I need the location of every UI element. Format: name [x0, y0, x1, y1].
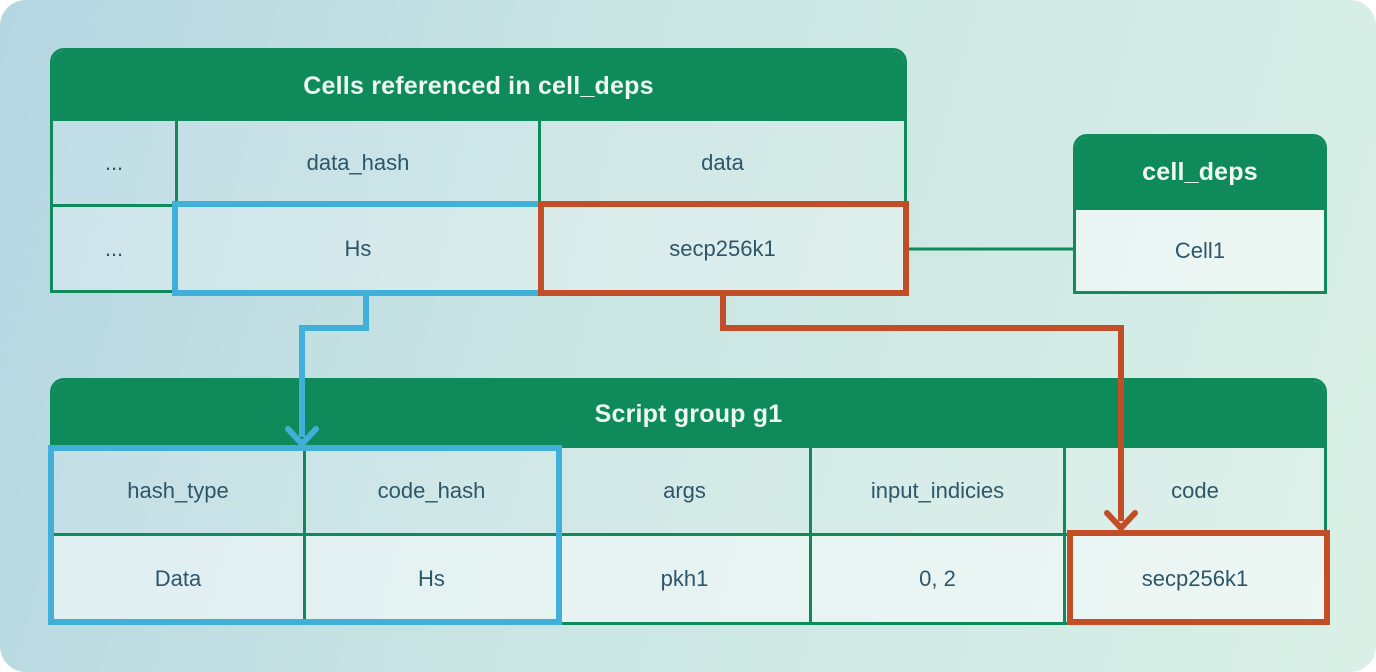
script-group-col-args: args	[557, 448, 809, 533]
script-group-header-row: hash_type code_hash args input_indicies …	[53, 448, 1324, 533]
cells-referenced-col-data: data	[538, 121, 904, 204]
cell-deps-value-row: Cell1	[1076, 207, 1324, 291]
cells-referenced-cell-hs: Hs	[175, 207, 538, 290]
script-group-cell-pkh1: pkh1	[557, 536, 809, 622]
cells-referenced-col-data-hash: data_hash	[175, 121, 538, 204]
cells-referenced-cell-secp256k1: secp256k1	[538, 207, 904, 290]
script-group-table: Script group g1 hash_type code_hash args…	[50, 378, 1327, 625]
cells-referenced-value-row: ... Hs secp256k1	[53, 204, 904, 290]
script-group-col-hash-type: hash_type	[53, 448, 303, 533]
cells-referenced-col-ellipsis: ...	[53, 121, 175, 204]
cells-referenced-header-row: ... data_hash data	[53, 121, 904, 204]
cell-deps-cell-cell1: Cell1	[1076, 210, 1324, 291]
script-group-value-row: Data Hs pkh1 0, 2 secp256k1	[53, 533, 1324, 622]
script-group-cell-input-indicies: 0, 2	[809, 536, 1063, 622]
script-group-col-input-indicies: input_indicies	[809, 448, 1063, 533]
cells-referenced-table-title: Cells referenced in cell_deps	[53, 51, 904, 121]
script-group-table-title: Script group g1	[53, 381, 1324, 448]
script-group-col-code-hash: code_hash	[303, 448, 557, 533]
cell-deps-table: cell_deps Cell1	[1073, 134, 1327, 294]
script-group-cell-hs: Hs	[303, 536, 557, 622]
cells-referenced-table: Cells referenced in cell_deps ... data_h…	[50, 48, 907, 293]
cell-deps-table-title: cell_deps	[1076, 137, 1324, 207]
cells-referenced-cell-ellipsis: ...	[53, 207, 175, 290]
script-group-cell-secp256k1: secp256k1	[1063, 536, 1324, 622]
script-group-cell-data: Data	[53, 536, 303, 622]
script-group-col-code: code	[1063, 448, 1324, 533]
